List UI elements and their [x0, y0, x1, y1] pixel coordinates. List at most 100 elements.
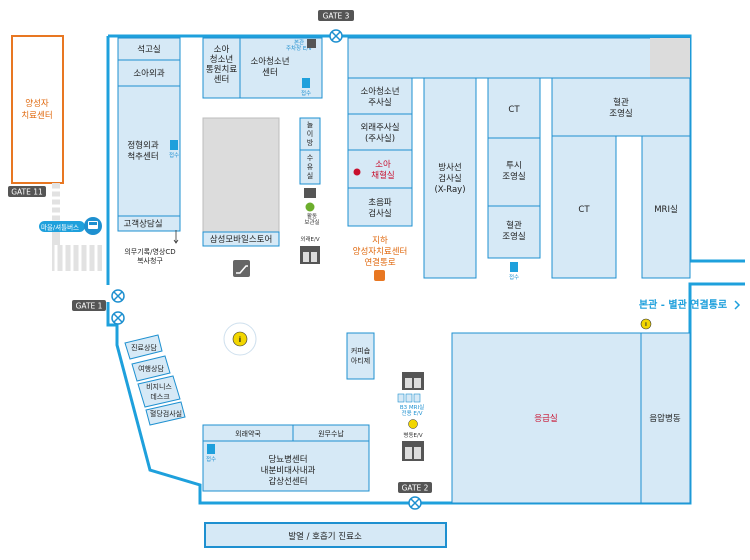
svg-text:MRI실: MRI실 — [654, 204, 678, 215]
svg-text:(X-Ray): (X-Ray) — [434, 185, 465, 195]
shuttle-label: 마을/셔틀버스 — [41, 223, 79, 232]
reception-icon — [170, 140, 178, 150]
svg-text:조영실: 조영실 — [609, 108, 632, 119]
room-fluoro[interactable]: 투시 조영실 — [487, 137, 541, 207]
svg-text:병동E/V: 병동E/V — [403, 431, 422, 439]
room-vascular-top[interactable]: 혈관 조영실 — [551, 77, 691, 137]
svg-text:커피숍: 커피숍 — [351, 346, 371, 355]
reception-icon — [510, 262, 518, 272]
mri-ev[interactable]: B3 MRI실 전용 E/V — [397, 372, 424, 429]
info-icon — [640, 318, 652, 330]
room-ped-injection[interactable]: 소아청소년 주사실 — [347, 77, 413, 115]
restroom-icon — [304, 188, 316, 198]
room-label: 소아외과 — [133, 68, 164, 79]
svg-text:센터: 센터 — [262, 67, 278, 78]
elevator-icon — [307, 39, 316, 48]
svg-text:접수: 접수 — [509, 273, 519, 281]
svg-text:발열 / 호흡기 진료소: 발열 / 호흡기 진료소 — [288, 531, 362, 542]
ward-ev[interactable]: 병동E/V — [402, 431, 424, 461]
room-ultrasound[interactable]: 초음파 검사실 — [347, 187, 413, 227]
gate-1-label: GATE 1 — [76, 302, 103, 311]
svg-text:방사선: 방사선 — [438, 162, 461, 173]
svg-text:의무기록/영상CD: 의무기록/영상CD — [124, 247, 175, 256]
reception-radiology[interactable]: 접수 — [509, 262, 519, 281]
svg-text:혈당검사실: 혈당검사실 — [150, 409, 182, 418]
svg-text:내분비대사내과: 내분비대사내과 — [261, 466, 316, 476]
svg-text:CT: CT — [578, 205, 590, 215]
svg-text:CT: CT — [508, 105, 520, 115]
room-customer-consult[interactable]: 고객상담실 — [117, 215, 181, 232]
gate-2-label: GATE 2 — [402, 484, 429, 493]
gate-1[interactable]: GATE 1 — [72, 289, 125, 325]
info-icon — [232, 331, 248, 347]
svg-text:접수: 접수 — [169, 151, 179, 159]
svg-text:조영실: 조영실 — [502, 231, 525, 242]
room-ct-right[interactable]: CT — [551, 135, 617, 279]
gate-3-label: GATE 3 — [323, 12, 350, 21]
room-emergency-ward[interactable]: 음압병동 — [640, 332, 691, 504]
svg-text:응급실: 응급실 — [534, 413, 557, 424]
svg-text:채혈실: 채혈실 — [371, 170, 394, 181]
room-cafe[interactable]: 커피숍 아티제 — [346, 332, 375, 380]
room-emergency[interactable]: 응급실 — [451, 332, 642, 504]
svg-text:청소년: 청소년 — [210, 54, 233, 65]
consult-desk[interactable]: 진료상담 — [124, 334, 163, 360]
room-diabetes-center[interactable]: 당뇨병센터 내분비대사내과 갑상선센터 접수 — [202, 440, 370, 492]
svg-text:수: 수 — [307, 154, 314, 162]
svg-text:아티제: 아티제 — [351, 356, 370, 365]
reception-icon — [207, 444, 215, 454]
gate-11[interactable]: GATE 11 — [8, 186, 46, 197]
svg-text:외래E/V: 외래E/V — [300, 235, 319, 243]
fever-respiratory-clinic[interactable]: 발열 / 호흡기 진료소 — [204, 522, 447, 548]
room-payment[interactable]: 원무수납 — [292, 424, 370, 442]
proton-center-building[interactable]: 양성자 치료센터 — [11, 35, 64, 184]
room-ped-blood[interactable]: 소아 채혈실 — [347, 149, 413, 189]
underground-proton-link[interactable]: 지하 양성자치료센터 연결통로 — [353, 235, 408, 281]
gate-3[interactable]: GATE 3 — [318, 10, 354, 43]
svg-text:혈관: 혈관 — [506, 220, 522, 231]
svg-text:유: 유 — [307, 163, 314, 171]
room-label: 척추센터 — [127, 151, 158, 162]
svg-text:연결통로: 연결통로 — [364, 257, 395, 268]
crosswalk — [52, 183, 102, 271]
room-ortho-spine[interactable]: 정형외과 척추센터 접수 — [117, 85, 181, 217]
room-outpatient-injection[interactable]: 외래주사실 (주사실) — [347, 113, 413, 151]
room-vascular-bottom[interactable]: 혈관 조영실 — [487, 205, 541, 259]
svg-text:방: 방 — [307, 138, 314, 147]
room-radiology[interactable]: 방사선 검사실 (X-Ray) — [423, 77, 477, 279]
room-seokgo[interactable]: 석고실 — [117, 37, 181, 61]
room-label: 정형외과 — [127, 140, 158, 151]
svg-text:전용 E/V: 전용 E/V — [402, 409, 423, 417]
outpatient-ev-top[interactable]: 본관 주차장 E/V — [286, 38, 316, 52]
records-copy-label: 의무기록/영상CD 복사청구 — [124, 230, 179, 265]
svg-text:통원치료: 통원치료 — [206, 65, 237, 75]
room-nursing[interactable]: 수 유 실 — [299, 149, 321, 185]
svg-text:소아청소년: 소아청소년 — [250, 56, 289, 67]
business-desk[interactable]: 비지니스 데스크 — [137, 375, 181, 408]
room-ct-top[interactable]: CT — [487, 77, 541, 139]
room-mri[interactable]: MRI실 — [641, 135, 691, 279]
svg-text:본관: 본관 — [294, 38, 304, 46]
svg-text:실: 실 — [307, 171, 313, 180]
room-pediatric-surgery[interactable]: 소아외과 — [117, 59, 181, 87]
room-pharmacy[interactable]: 외래약국 — [202, 424, 294, 442]
samsung-store[interactable]: 삼성모바일스토어 — [202, 117, 280, 247]
outpatient-ev[interactable]: 외래E/V — [300, 235, 320, 264]
main-annex-link[interactable]: 본관 - 별관 연결통로 i — [639, 298, 741, 330]
escalator[interactable] — [233, 260, 250, 277]
baby-care-icon — [305, 202, 315, 212]
room-pediatric-day-care[interactable]: 소아 청소년 통원치료 센터 — [202, 37, 241, 99]
svg-text:센터: 센터 — [214, 74, 230, 85]
svg-text:i: i — [645, 322, 647, 328]
travel-desk[interactable]: 여행상담 — [131, 355, 171, 382]
info-point-center[interactable]: i — [223, 322, 257, 356]
blood-test-desk[interactable]: 혈당검사실 — [145, 401, 186, 426]
room-playroom[interactable]: 놀 이 방 — [299, 117, 321, 151]
svg-text:이: 이 — [307, 129, 313, 138]
gate-2[interactable]: GATE 2 — [398, 482, 432, 510]
shuttle-bus-stop[interactable]: 마을/셔틀버스 — [39, 217, 102, 235]
restroom[interactable]: 활동 보관실 — [304, 188, 320, 226]
reception-icon — [302, 78, 310, 88]
svg-text:B3 MRI실: B3 MRI실 — [400, 403, 424, 411]
